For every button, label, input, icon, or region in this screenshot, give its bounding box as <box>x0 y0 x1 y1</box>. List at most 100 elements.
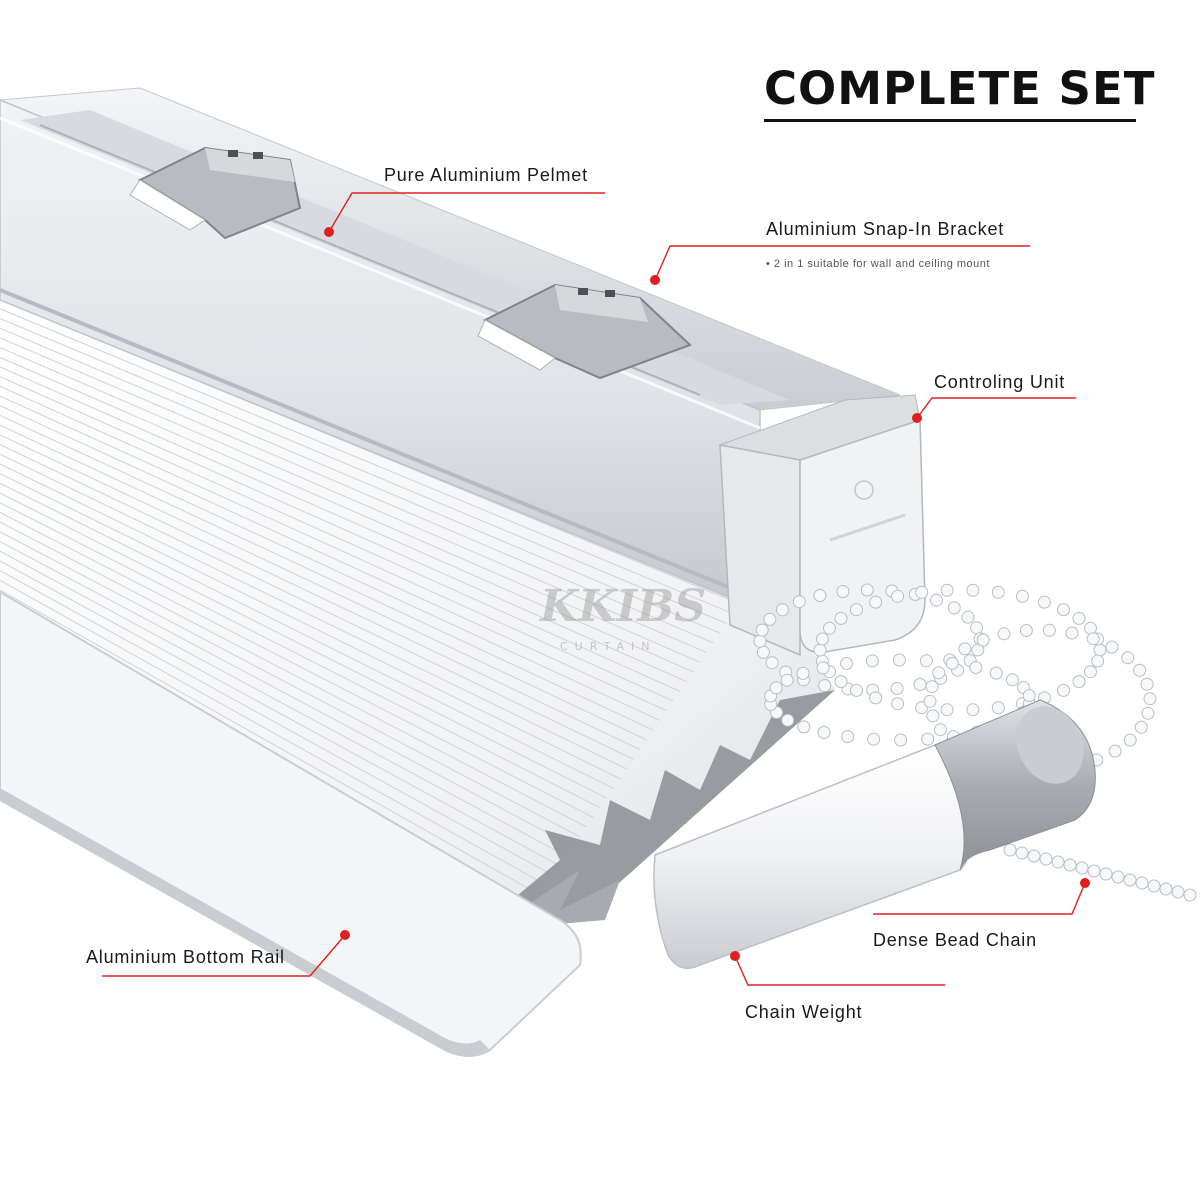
bead <box>958 642 972 656</box>
bead <box>961 610 975 624</box>
bead <box>1051 855 1065 869</box>
bead <box>813 643 827 657</box>
bead <box>834 675 848 689</box>
bead <box>991 701 1005 715</box>
bead <box>894 733 908 747</box>
bead <box>1143 692 1157 706</box>
bead <box>1121 651 1135 665</box>
bead <box>1147 879 1161 893</box>
bead <box>926 709 940 723</box>
bead <box>1133 663 1147 677</box>
bead <box>1037 595 1051 609</box>
bead <box>940 703 954 717</box>
bead <box>991 585 1005 599</box>
callout-line-pelmet <box>328 192 605 233</box>
bead <box>966 583 980 597</box>
callout-dots <box>324 227 1090 961</box>
bead <box>1111 870 1125 884</box>
bead <box>1057 603 1070 617</box>
bead <box>1015 846 1029 860</box>
title-underline <box>764 119 1136 122</box>
pleat-line <box>0 453 634 760</box>
bead <box>1005 673 1019 687</box>
callout-lines <box>102 192 1086 986</box>
bead <box>869 691 883 705</box>
bead <box>970 621 984 635</box>
bead <box>869 595 883 609</box>
bead <box>1022 689 1036 703</box>
bead <box>792 595 806 609</box>
page-title: COMPLETE SET <box>764 62 1156 115</box>
pleat-line <box>0 337 714 644</box>
bead <box>932 666 946 680</box>
bead <box>1063 858 1077 872</box>
bead <box>765 656 779 670</box>
pleat-line <box>0 531 581 838</box>
bead <box>755 623 769 637</box>
bead <box>925 680 939 694</box>
label-control-unit: Controling Unit <box>934 372 1066 392</box>
bead <box>775 603 789 617</box>
bead <box>976 633 990 647</box>
bead <box>997 627 1011 641</box>
bead <box>817 726 831 739</box>
pleat-line <box>0 570 554 877</box>
bead <box>1042 623 1056 637</box>
label-chain-weight: Chain Weight <box>745 1002 863 1022</box>
pleat-line <box>0 434 647 741</box>
bead <box>1015 589 1029 603</box>
pleat-line <box>0 482 614 789</box>
label-bracket: Aluminium Snap-In Bracket <box>766 219 1005 239</box>
bead <box>1135 876 1149 890</box>
label-bead-chain: Dense Bead Chain <box>873 930 1037 950</box>
bead <box>921 732 935 746</box>
bead <box>836 585 850 598</box>
pleat-line <box>0 473 621 780</box>
bead <box>841 730 855 744</box>
pleat-line <box>0 405 667 712</box>
bead <box>1123 873 1137 887</box>
pleat-line <box>0 589 541 896</box>
bead <box>1072 611 1086 625</box>
pleat-line <box>0 424 654 731</box>
bead <box>865 654 879 668</box>
bead <box>940 583 954 597</box>
bead <box>1075 861 1089 875</box>
pleat-line <box>0 492 607 799</box>
bead <box>850 683 863 697</box>
bead <box>891 697 905 711</box>
bead <box>1171 885 1185 899</box>
snap-in-bracket-right <box>477 283 692 380</box>
pleat-line <box>0 415 661 721</box>
bead <box>1140 677 1154 691</box>
callout-line-control <box>916 397 1076 419</box>
bead <box>1123 733 1137 747</box>
callout-line-bottom-rail <box>102 934 346 977</box>
bead <box>867 732 881 746</box>
bead <box>797 720 811 734</box>
bead <box>1039 852 1053 866</box>
bead <box>1019 624 1033 637</box>
pleat-line <box>0 366 694 673</box>
bead <box>923 694 937 708</box>
pleat-line <box>0 579 547 886</box>
bead <box>1141 706 1155 720</box>
bead <box>1105 640 1119 654</box>
pleat-line <box>0 385 681 692</box>
bead <box>816 661 830 675</box>
pleat-line <box>0 463 627 770</box>
snap-in-bracket-left <box>129 146 302 240</box>
bead <box>913 678 927 691</box>
bead <box>813 589 827 602</box>
bead <box>930 593 943 607</box>
bottom-rail <box>0 590 582 1057</box>
bead <box>818 679 832 693</box>
pleat-line <box>0 541 574 847</box>
callout-line-chain-weight <box>734 955 945 986</box>
bead <box>892 653 906 667</box>
bead <box>891 589 905 603</box>
bead <box>763 612 777 626</box>
bead <box>1093 643 1107 657</box>
pleat-line <box>0 560 561 867</box>
